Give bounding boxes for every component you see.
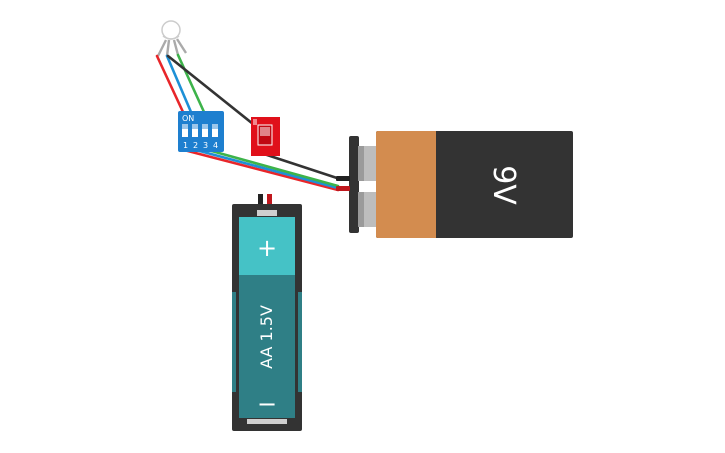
- battery-9v-clip: [349, 136, 359, 233]
- wire-green-led-to-dip[interactable]: [176, 53, 206, 114]
- battery-aa-plus: +: [257, 234, 277, 262]
- wire-blue-led-to-dip[interactable]: [165, 54, 193, 114]
- dip-toggle-3[interactable]: [202, 124, 208, 137]
- dip-toggle-2[interactable]: [192, 124, 198, 137]
- battery-9v[interactable]: 9V: [336, 131, 573, 238]
- dip-on-label: ON: [182, 114, 194, 123]
- wire-red-dip-to-9v[interactable]: [182, 148, 340, 192]
- rgb-led[interactable]: [161, 20, 181, 40]
- dip-toggle-4[interactable]: [212, 124, 218, 137]
- dip-toggle-1[interactable]: [182, 124, 188, 137]
- dip-position-4: 4: [213, 141, 218, 150]
- led-lead-common: [175, 38, 188, 54]
- dip-position-1: 1: [183, 141, 188, 150]
- wire-black-led-to-switch[interactable]: [166, 54, 260, 130]
- wire-red-led-to-dip[interactable]: [155, 54, 185, 114]
- wire-blue-dip-to-9v[interactable]: [194, 148, 340, 190]
- wires: [155, 38, 342, 192]
- dip-position-2: 2: [193, 141, 198, 150]
- dip-switch[interactable]: ON 1 2 3 4: [178, 111, 224, 152]
- wire-black-switch-to-9v[interactable]: [262, 152, 342, 181]
- battery-9v-label: 9V: [486, 165, 521, 205]
- battery-aa[interactable]: + AA 1.5V −: [232, 194, 302, 431]
- wire-green-dip-to-9v[interactable]: [206, 148, 340, 188]
- battery-aa-label: AA 1.5V: [257, 305, 276, 369]
- led-lead-green: [172, 39, 180, 56]
- dip-position-3: 3: [203, 141, 208, 150]
- led-lead-blue: [165, 39, 171, 57]
- battery-aa-minus: −: [257, 390, 277, 418]
- slide-switch-knob[interactable]: [260, 127, 270, 136]
- led-lead-red: [156, 39, 168, 57]
- slide-switch[interactable]: [251, 117, 280, 156]
